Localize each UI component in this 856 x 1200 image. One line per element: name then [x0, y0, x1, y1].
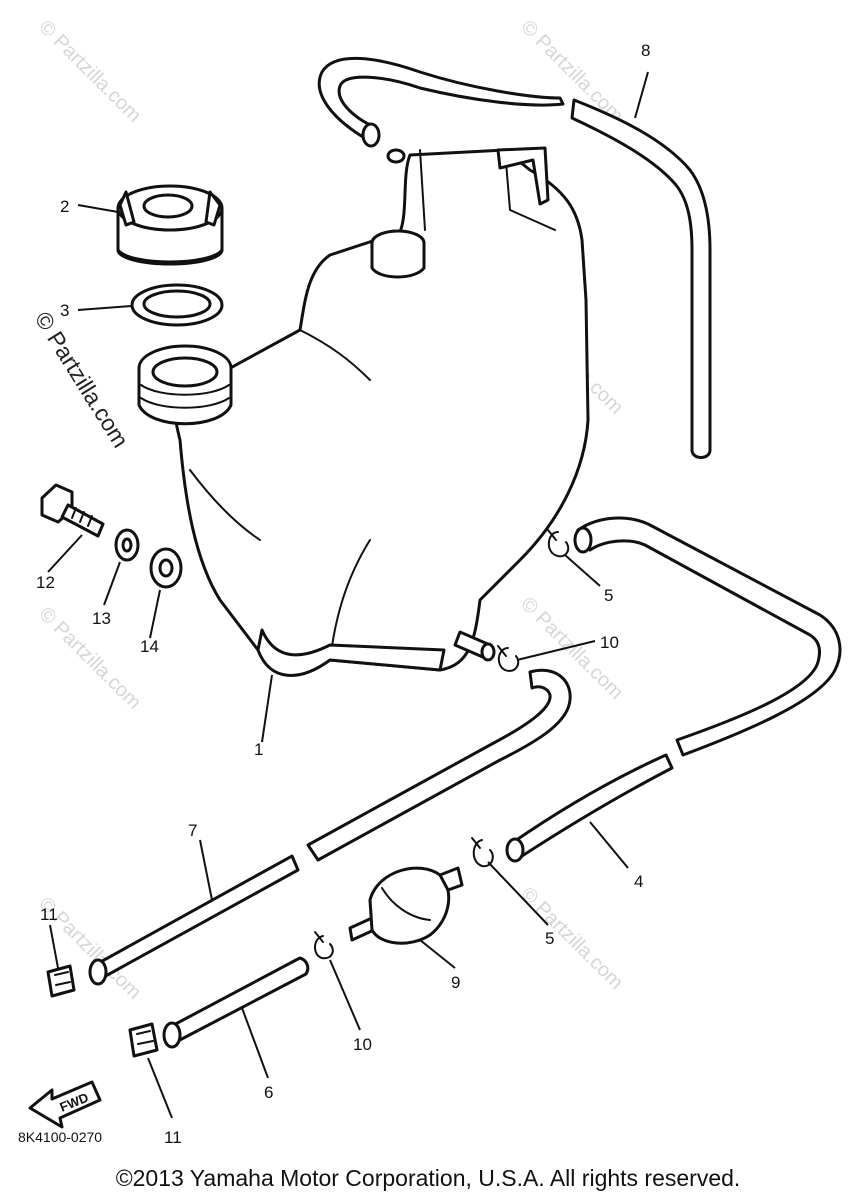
- callout-label: 3: [60, 301, 69, 320]
- hose-4: [505, 516, 842, 863]
- callout-label: 12: [36, 573, 55, 592]
- bolt: [40, 483, 105, 538]
- callout-label: 1: [254, 740, 263, 759]
- hose-6: [162, 956, 310, 1049]
- reservoir-tank: [174, 146, 590, 677]
- washer-14: [149, 547, 183, 589]
- hose-7: [88, 668, 572, 986]
- callout-label: 14: [140, 637, 159, 656]
- clamp-10-top: [497, 645, 520, 672]
- callout-label: 5: [545, 929, 554, 948]
- callout-label: 11: [164, 1128, 182, 1147]
- clamp-11-lower: [128, 1022, 159, 1058]
- callout-label: 11: [40, 905, 58, 924]
- gasket: [130, 283, 224, 327]
- forward-arrow: FWD: [28, 1080, 102, 1129]
- callout-label: 7: [188, 821, 197, 840]
- filler-neck: [137, 344, 233, 426]
- radiator-cap: [116, 184, 224, 266]
- watermark: © Partzilla.com: [34, 16, 145, 127]
- callout-label: 4: [634, 872, 643, 891]
- tank-outlet: [453, 630, 496, 662]
- clamp-11-upper: [46, 964, 76, 998]
- leader-lines: [47, 71, 649, 1119]
- hose-8: [317, 56, 712, 459]
- callouts: 1 2 3 4 5 5 6 7 8 9 10 10 11 11 12 13 14: [36, 41, 650, 1147]
- washer-13: [114, 528, 140, 562]
- callout-label: 8: [641, 41, 650, 60]
- clamp-5-top: [547, 529, 570, 558]
- callout-label: 10: [600, 633, 619, 652]
- callout-label: 10: [353, 1035, 372, 1054]
- diagram-code: 8K4100-0270: [18, 1129, 102, 1145]
- callout-label: 6: [264, 1083, 273, 1102]
- callout-label: 13: [92, 609, 111, 628]
- copyright-notice: ©2013 Yamaha Motor Corporation, U.S.A. A…: [115, 1165, 741, 1191]
- filter: [348, 866, 464, 945]
- watermark-dark: © Partzilla.com: [30, 307, 134, 452]
- callout-label: 2: [60, 197, 69, 216]
- watermark: © Partzilla.com: [516, 883, 627, 994]
- callout-label: 9: [451, 973, 460, 992]
- callout-label: 5: [604, 586, 613, 605]
- clamp-5-bottom: [471, 837, 494, 868]
- watermark: © Partzilla.com: [34, 603, 145, 714]
- clamp-10-bottom: [314, 931, 334, 960]
